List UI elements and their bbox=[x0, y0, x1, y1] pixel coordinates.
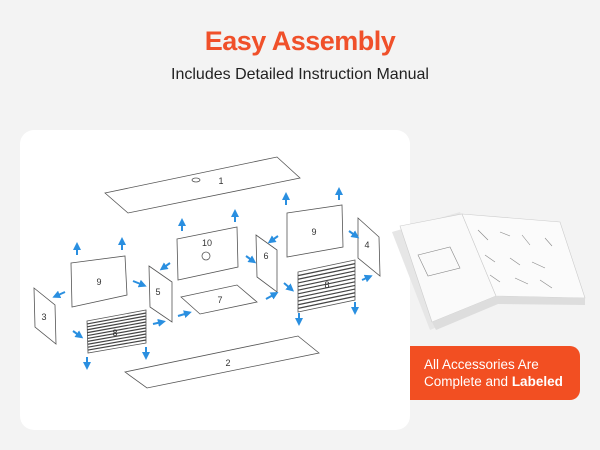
slat-line bbox=[297, 292, 356, 306]
slat-line bbox=[297, 270, 356, 284]
slat-line bbox=[297, 266, 356, 280]
part-9-right-door bbox=[286, 204, 344, 258]
part-9-left-door bbox=[70, 255, 128, 308]
slat-line bbox=[297, 281, 356, 295]
part-3-side-panel bbox=[33, 287, 57, 345]
part-label: 7 bbox=[217, 295, 222, 305]
slat-line bbox=[297, 288, 356, 302]
badge-line-2: Complete and Labeled bbox=[424, 373, 580, 390]
slat-line bbox=[87, 333, 147, 345]
part-6-divider bbox=[255, 234, 278, 293]
assembly-arrows bbox=[52, 187, 373, 370]
back-panel-hole bbox=[201, 251, 211, 261]
page-subtitle: Includes Detailed Instruction Manual bbox=[171, 66, 429, 83]
part-7-shelf bbox=[180, 284, 258, 315]
part-label: 5 bbox=[155, 287, 160, 297]
slat-line bbox=[297, 273, 356, 288]
part-5-divider bbox=[148, 265, 173, 323]
slat-line bbox=[297, 277, 356, 291]
slat-lines bbox=[86, 263, 356, 351]
badge-line-1: All Accessories Are bbox=[424, 357, 539, 372]
part-label: 10 bbox=[202, 238, 212, 248]
slat-line bbox=[87, 315, 147, 328]
slat-line bbox=[87, 339, 147, 351]
part-label: 1 bbox=[218, 176, 223, 186]
slat-line bbox=[297, 295, 356, 309]
slat-line bbox=[297, 263, 356, 277]
part-label: 6 bbox=[263, 251, 268, 261]
part-1-top-panel bbox=[104, 156, 301, 214]
slat-line bbox=[87, 318, 147, 331]
part-labels: 1 2 3 4 5 6 7 8 8 9 9 10 bbox=[41, 176, 369, 368]
instruction-manual-image bbox=[392, 212, 586, 330]
part-2-bottom-panel bbox=[124, 335, 320, 389]
slat-line bbox=[87, 321, 147, 334]
accessories-badge: All Accessories Are Complete and Labeled bbox=[410, 346, 580, 400]
slat-line bbox=[87, 324, 147, 337]
slat-line bbox=[87, 336, 147, 348]
slat-line bbox=[86, 312, 147, 325]
part-label: 9 bbox=[96, 277, 101, 287]
part-label: 9 bbox=[311, 227, 316, 237]
cable-hole bbox=[191, 177, 201, 183]
part-label: 8 bbox=[324, 280, 329, 290]
slat-line bbox=[87, 330, 147, 342]
badge-line-2-bold: Labeled bbox=[511, 374, 563, 389]
part-4-side-panel bbox=[357, 217, 381, 277]
part-label: 3 bbox=[41, 312, 46, 322]
part-label: 2 bbox=[225, 358, 230, 368]
slat-line bbox=[297, 284, 356, 299]
badge-line-2-prefix: Complete and bbox=[424, 374, 512, 389]
page-title: Easy Assembly bbox=[204, 26, 396, 56]
part-label: 8 bbox=[112, 328, 117, 338]
slat-line bbox=[87, 327, 147, 340]
part-label: 4 bbox=[364, 240, 369, 250]
